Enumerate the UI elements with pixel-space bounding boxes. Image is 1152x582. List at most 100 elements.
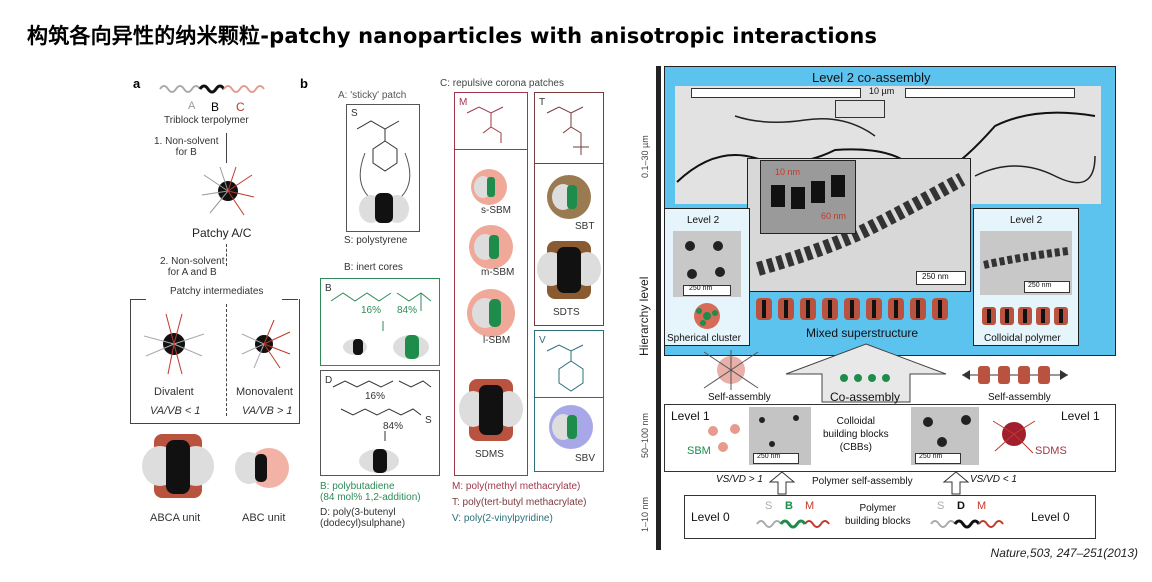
spherical-cluster-model (694, 303, 720, 329)
l0-D: D (957, 500, 965, 512)
col-m-divider (455, 149, 527, 150)
butadiene-B: B (325, 283, 332, 294)
butadiene-structure-image (330, 292, 432, 359)
axis-tick-mid: 50–100 nm (640, 412, 650, 458)
scalebar-10um-box (691, 88, 861, 98)
mixed-superstructure-model (756, 298, 948, 320)
inset-image: 10 nm 60 nm (760, 160, 856, 234)
self-assembly-right: Self-assembly (988, 392, 1051, 403)
up-arrow-right (942, 471, 970, 495)
step2-text: 2. Non-solvent for A and B (160, 256, 225, 278)
fiber-zoom-image (756, 172, 966, 276)
abca-unit-label: ABCA unit (150, 512, 201, 524)
axis-tick-bottom: 1–10 nm (640, 496, 650, 532)
sulphane-box: D 16% 84% S (320, 370, 440, 476)
s-sbm-particle (471, 169, 507, 205)
axis-title: Hierarchy level (637, 276, 651, 356)
sbv-particle (549, 405, 593, 449)
sbm-chain (756, 519, 830, 529)
monovalent-micelle-image (241, 319, 291, 369)
chain-letter-a: A (188, 100, 196, 112)
colloidal-tem-image: 250 nm (980, 231, 1072, 295)
s-sbm-label: s-SBM (481, 205, 511, 216)
panel-a-label: a (133, 76, 141, 91)
styrene-structure-image (356, 120, 411, 223)
polystyrene-label: S: polystyrene (344, 235, 408, 246)
l0-S2: S (937, 500, 945, 512)
l0-S1: S (765, 500, 773, 512)
tem-zoom-image: 250 nm (747, 158, 971, 292)
styrene-box: S (346, 104, 420, 232)
l0-B: B (785, 500, 793, 512)
sdm-chain (930, 519, 1004, 529)
intermediates-bracket (130, 299, 300, 424)
self-assembly-right-model (962, 366, 1068, 384)
sdms-scale: 250 nm (919, 453, 943, 460)
fiber-trace-image (676, 111, 1096, 184)
panel-b-label: b (300, 76, 308, 91)
l-sbm-label: l-SBM (483, 335, 511, 346)
sdts-particle (537, 241, 601, 299)
sulphane-structure-image (332, 380, 432, 473)
right-level2-label: Level 2 (1010, 215, 1043, 226)
sbm-tem-image: 250 nm (749, 407, 811, 465)
legend-b: B: polybutadiene (84 mol% 1,2-addition) (320, 481, 421, 503)
sticky-label: A: 'sticky' patch (338, 90, 407, 101)
legend-d: D: poly(3-butenyl (dodecyl)sulphane) (320, 507, 406, 529)
chain-letter-c: C (236, 100, 245, 114)
butadiene-84: 84% (397, 305, 418, 316)
legend-m: M: poly(methyl methacrylate) (452, 481, 581, 492)
butadiene-box: B 16% 84% (320, 278, 440, 366)
legend-v: V: poly(2-vinylpyridine) (452, 513, 553, 524)
left-scale: 250 nm (689, 285, 713, 292)
divalent-ratio: VA/VB < 1 (150, 405, 201, 417)
patchy-label: Patchy A/C (192, 226, 252, 240)
left-level2-label: Level 2 (687, 215, 720, 226)
col-M: M (459, 97, 468, 108)
self-assembly-left: Self-assembly (708, 392, 771, 403)
l-sbm-particle (467, 289, 515, 337)
inset-60nm: 60 nm (821, 211, 847, 221)
slide-title: 构筑各向异性的纳米颗粒-patchy nanoparticles with an… (27, 24, 878, 48)
terpolymer-label: Triblock terpolymer (164, 115, 249, 126)
tbutyl-structure-image (546, 106, 589, 155)
level2-title: Level 2 co-assembly (812, 70, 931, 85)
sulphane-S: S (425, 415, 432, 426)
divider-dashed (226, 304, 228, 416)
l0-M2: M (977, 500, 987, 512)
dashed-connector (226, 244, 228, 266)
column-t-box: T SBT SDTS (534, 92, 604, 326)
l0-M1: M (805, 500, 815, 512)
sdms-micelle-label: SDMS (1035, 445, 1067, 457)
ratio-left: VS/VD > 1 (716, 474, 763, 485)
sulphane-16: 16% (365, 391, 386, 402)
monovalent-ratio: VA/VB > 1 (242, 405, 293, 417)
divalent-micelle-image (143, 313, 205, 375)
sdts-label: SDTS (553, 307, 580, 318)
corona-label: C: repulsive corona patches (440, 78, 564, 89)
sdms-tem-image: 250 nm (911, 407, 979, 465)
sdms-micelle-image (992, 420, 1036, 454)
level1-left-label: Level 1 (671, 409, 710, 423)
mixed-label: Mixed superstructure (806, 326, 919, 340)
m-sbm-label: m-SBM (481, 267, 515, 278)
up-arrow-left (768, 471, 796, 495)
col-V: V (539, 335, 546, 346)
self-assembly-left-model (703, 350, 759, 390)
bracket-top-right (282, 299, 298, 300)
colloidal-polymer-model (982, 307, 1068, 325)
cbb-label: Colloidal building blocks (CBBs) (823, 416, 889, 453)
sulphane-D: D (325, 375, 333, 386)
spherical-tem-image: 250 nm (673, 231, 741, 297)
abc-unit-image (235, 448, 289, 488)
scalebar-10um-right (905, 88, 1075, 98)
sbm-micelles-image (708, 424, 740, 452)
butadiene-16: 16% (361, 305, 382, 316)
intermediates-label: Patchy intermediates (170, 286, 264, 297)
step1-text: 1. Non-solvent for B (154, 136, 219, 158)
co-assembly-label: Co-assembly (830, 390, 901, 404)
column-v-box: V SBV (534, 330, 604, 472)
sbm-scale: 250 nm (757, 453, 781, 460)
polymer-self-assembly: Polymer self-assembly (812, 476, 913, 487)
zoom-scale-label: 250 nm (922, 272, 949, 281)
